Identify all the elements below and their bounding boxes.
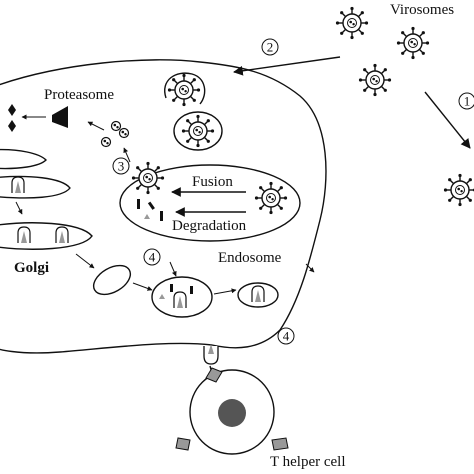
early-endosome <box>173 111 223 151</box>
step-2-number: 2 <box>267 40 274 55</box>
step-3-number: 3 <box>118 159 125 174</box>
arrow-step-2 <box>233 56 341 76</box>
arrow-to-proteasome <box>87 121 105 131</box>
arrow-to-cytosol <box>123 147 131 163</box>
fusion-label: Fusion <box>192 174 233 190</box>
er-cisterna <box>0 148 47 170</box>
step-3-marker <box>112 157 130 175</box>
peptide-icon <box>8 104 16 116</box>
step-2-marker <box>261 38 279 56</box>
nucleocapsid-icon <box>110 120 122 132</box>
proteasome-icon <box>52 106 68 128</box>
surface-mhc-complex <box>203 344 219 365</box>
t-cell-nucleus <box>218 399 246 427</box>
step-4b-number: 4 <box>283 329 290 344</box>
proteasome-label: Proteasome <box>44 87 114 103</box>
endocytic-pit <box>164 72 206 105</box>
arrow-to-mhc-compartment <box>132 282 153 291</box>
arrow-golgi-exit <box>75 253 95 269</box>
mhc-molecule-icon <box>11 176 25 194</box>
t-helper-cell-label: T helper cell <box>270 454 346 470</box>
mhc-molecule-icon <box>55 226 69 244</box>
tcr-receptor-icon <box>205 367 223 383</box>
er-cisterna <box>0 175 71 199</box>
golgi-cisterna <box>0 222 93 250</box>
exocytic-vesicle <box>237 282 279 308</box>
mhc-molecule-icon <box>17 226 31 244</box>
receptor-icon <box>175 437 191 451</box>
arrow-er-to-golgi <box>15 201 23 215</box>
arrow-peptide-loading <box>169 261 177 277</box>
peptide-icon <box>8 120 16 132</box>
arrow-to-surface <box>213 288 237 295</box>
virosome-icon <box>358 63 392 97</box>
arrow-endosome <box>305 263 315 273</box>
peptide-icon <box>170 284 173 292</box>
step-1-marker <box>458 92 474 110</box>
receptor-icon <box>271 437 289 451</box>
virosome-icon <box>396 26 430 60</box>
late-endosome <box>119 164 301 242</box>
golgi-label: Golgi <box>14 260 49 276</box>
fusing-virosome-icon <box>131 161 165 195</box>
virosome-icon <box>167 73 201 107</box>
step-4b-marker <box>277 327 295 345</box>
virosome-icon <box>254 181 288 215</box>
cell-membrane <box>0 59 327 354</box>
step-1-number: 1 <box>464 94 471 109</box>
nucleocapsid-icon <box>100 136 112 148</box>
arrow-step-1 <box>424 91 471 149</box>
virosome-icon <box>181 114 215 148</box>
transport-vesicle <box>92 264 132 296</box>
virosome-icon <box>335 6 369 40</box>
virosome-icon <box>443 173 474 207</box>
nucleocapsid-icon <box>118 127 130 139</box>
mhc-loading-compartment <box>151 276 213 318</box>
endosome-label: Endosome <box>218 250 282 266</box>
peptide-fragments <box>137 199 163 221</box>
peptide-icon <box>190 286 193 294</box>
mhc-molecule-icon <box>251 285 265 303</box>
t-helper-cell <box>189 369 275 455</box>
step-4-marker <box>143 248 161 266</box>
step-4-number: 4 <box>149 250 156 265</box>
degradation-label: Degradation <box>172 218 247 234</box>
virosomes-label: Virosomes <box>390 2 454 18</box>
mhc-molecule-icon <box>173 291 187 309</box>
